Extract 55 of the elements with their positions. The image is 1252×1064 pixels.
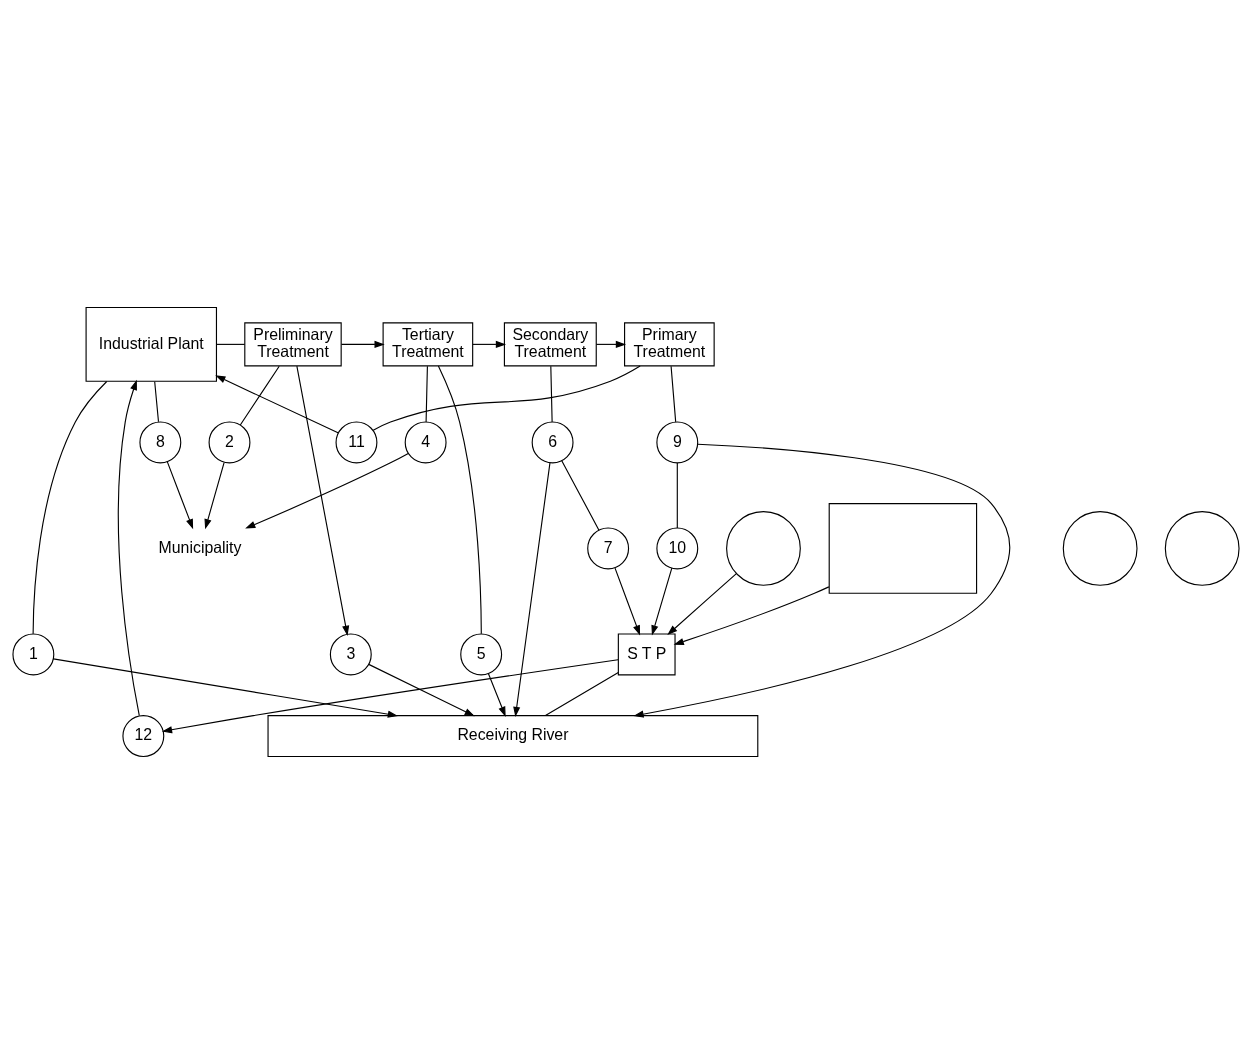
arrow — [667, 573, 737, 635]
connector — [425, 365, 428, 423]
arrow — [487, 673, 506, 717]
node-circle — [726, 511, 801, 586]
node-box: Secondary Treatment — [503, 322, 597, 367]
node-circle: 12 — [122, 715, 165, 758]
arrow — [215, 375, 339, 434]
node-text: Municipality — [158, 538, 242, 556]
connector — [670, 365, 677, 423]
connector — [676, 462, 678, 529]
arrow — [673, 586, 830, 645]
connector — [154, 381, 160, 423]
arrow — [166, 461, 194, 530]
connector — [372, 365, 641, 431]
node-circle: 10 — [656, 527, 699, 570]
node-box: Primary Treatment — [624, 322, 715, 367]
node-circle: 3 — [329, 633, 372, 676]
node-box: S T P — [617, 633, 676, 676]
arrow — [117, 379, 140, 717]
node-circle — [1062, 511, 1138, 586]
connector — [437, 365, 482, 635]
arrow — [513, 462, 551, 718]
node-box: Tertiary Treatment — [382, 322, 474, 367]
connector — [239, 365, 280, 426]
connector — [32, 380, 108, 635]
node-circle: 4 — [404, 421, 447, 464]
connector — [561, 460, 600, 531]
arrow — [204, 462, 225, 530]
arrow — [651, 567, 673, 636]
arrow — [614, 567, 641, 636]
connector — [550, 365, 553, 423]
node-box — [828, 503, 978, 594]
connector — [216, 343, 246, 345]
node-circle: 8 — [139, 421, 182, 464]
connector — [544, 671, 619, 717]
node-box: Industrial Plant — [85, 306, 218, 382]
arrow — [245, 452, 409, 529]
arrow — [296, 365, 350, 636]
node-circle: 5 — [460, 633, 503, 676]
arrow — [340, 340, 385, 348]
node-box: Receiving River — [267, 715, 759, 758]
arrow — [368, 663, 475, 717]
node-circle — [1164, 511, 1240, 586]
node-circle: 1 — [12, 633, 55, 676]
node-circle: 9 — [656, 421, 699, 464]
arrow — [52, 658, 398, 718]
node-circle: 2 — [208, 421, 251, 464]
node-circle: 7 — [587, 527, 630, 570]
arrow — [633, 443, 1011, 718]
arrow — [595, 340, 626, 348]
node-circle: 11 — [335, 421, 378, 464]
arrow — [161, 659, 619, 734]
arrow — [472, 340, 507, 348]
node-circle: 6 — [531, 421, 574, 464]
node-box: Preliminary Treatment — [244, 322, 342, 367]
